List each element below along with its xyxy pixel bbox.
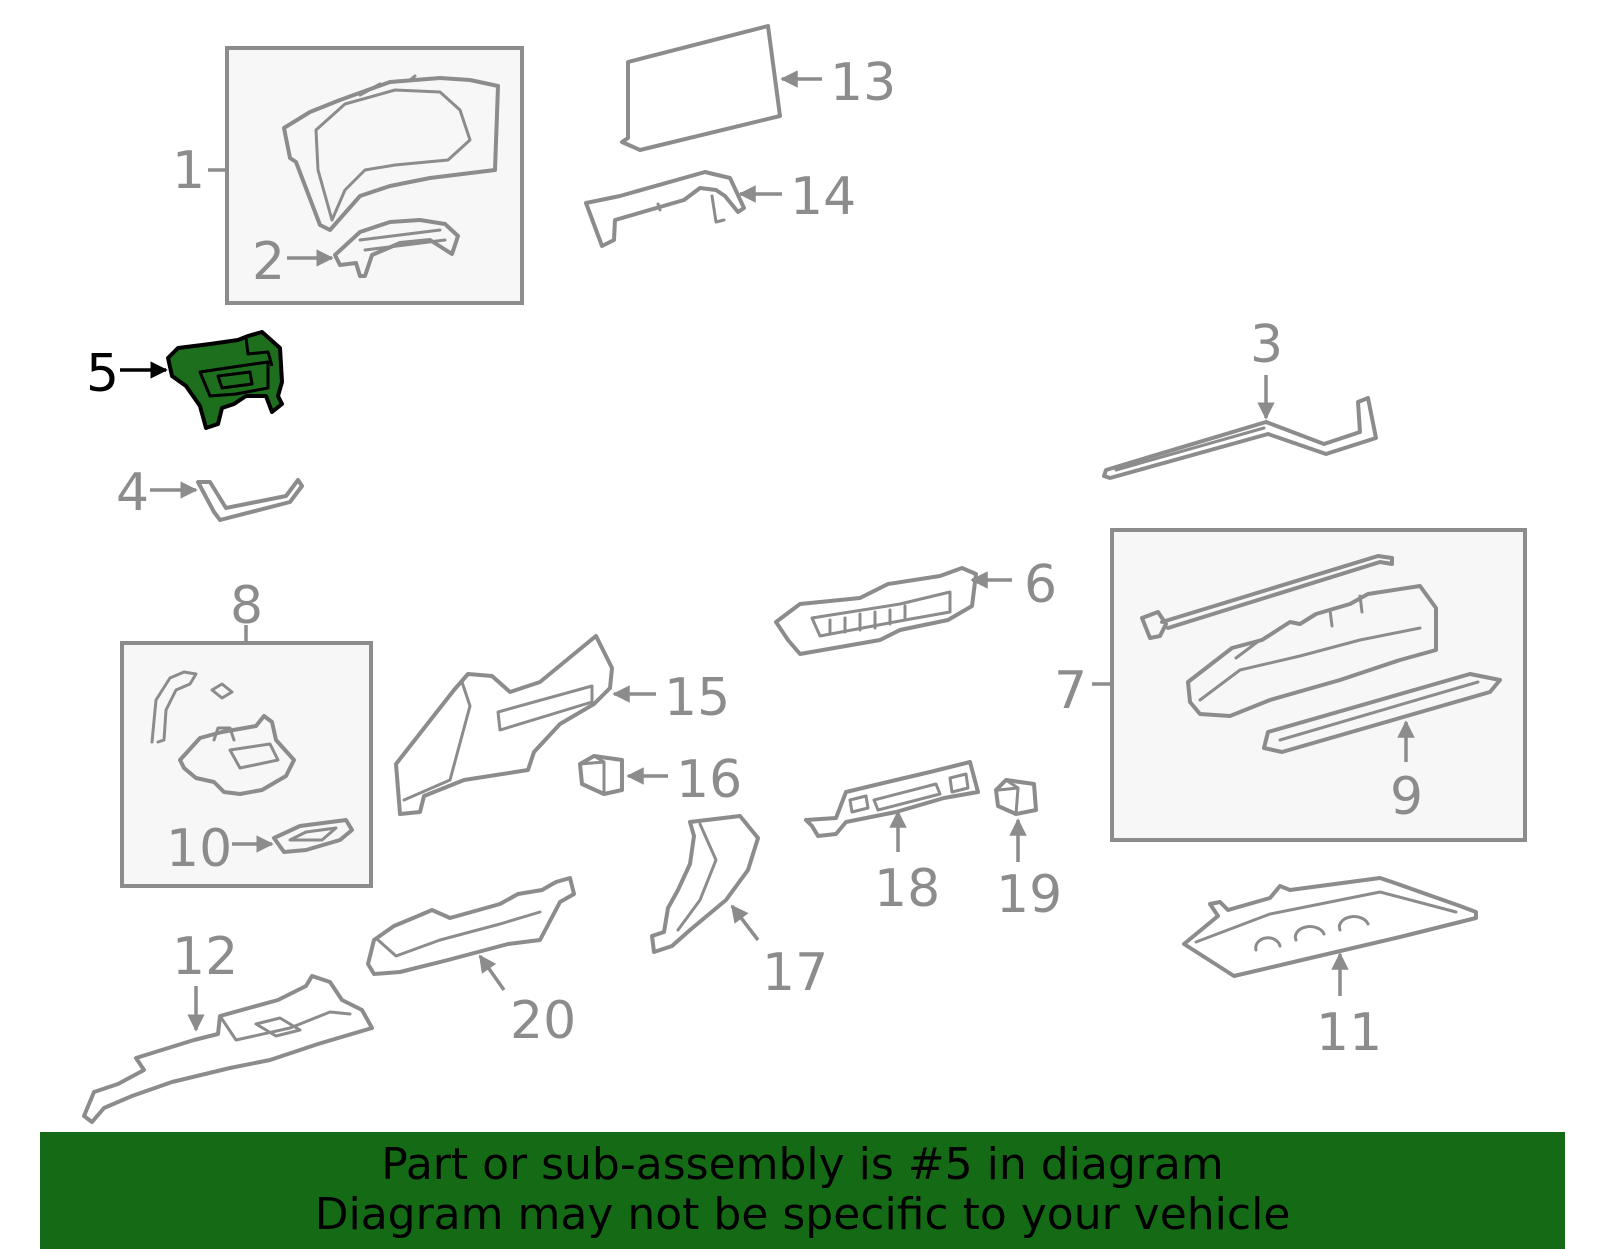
part-10-bezel[interactable] bbox=[272, 818, 354, 854]
callout-13: 13 bbox=[830, 53, 896, 113]
part-3-molding[interactable]: 3 bbox=[1102, 315, 1378, 480]
part-9-trim-bar[interactable] bbox=[1262, 672, 1502, 754]
part-4-trim-strip[interactable]: 4 bbox=[116, 463, 304, 523]
callout-2: 2 bbox=[252, 232, 285, 292]
part-8-switch-housing[interactable] bbox=[150, 670, 296, 796]
part-15-side-panel[interactable]: 15 bbox=[394, 634, 730, 816]
callout-6: 6 bbox=[1024, 555, 1057, 615]
callout-3: 3 bbox=[1250, 315, 1283, 375]
group-box-8: 8 10 bbox=[120, 576, 373, 888]
callout-19: 19 bbox=[996, 865, 1062, 925]
part-17-knee-panel[interactable]: 17 bbox=[650, 814, 828, 1003]
part-11-glovebox-panel[interactable]: 11 bbox=[1182, 876, 1478, 1063]
part-20-lower-bracket[interactable]: 20 bbox=[366, 876, 576, 1051]
callout-9: 9 bbox=[1390, 767, 1423, 827]
callout-8: 8 bbox=[230, 576, 263, 636]
banner-line-2: Diagram may not be specific to your vehi… bbox=[314, 1189, 1291, 1240]
callout-10: 10 bbox=[166, 819, 232, 879]
group-box-1: 1 2 bbox=[172, 46, 524, 305]
group-box-7: 7 9 bbox=[1054, 528, 1527, 842]
callout-4: 4 bbox=[116, 463, 149, 523]
callout-1: 1 bbox=[172, 141, 205, 201]
callout-7: 7 bbox=[1054, 661, 1087, 721]
part-5-switch-assembly[interactable]: 5 bbox=[86, 330, 284, 430]
banner-line-1: Part or sub-assembly is #5 in diagram bbox=[381, 1139, 1224, 1190]
callout-11: 11 bbox=[1316, 1003, 1382, 1063]
part-6-vent-panel[interactable]: 6 bbox=[774, 555, 1057, 656]
part-13-display[interactable]: 13 bbox=[620, 24, 896, 152]
part-1-cluster-bezel[interactable] bbox=[282, 74, 500, 232]
callout-16: 16 bbox=[676, 750, 742, 810]
callout-5: 5 bbox=[86, 344, 119, 404]
part-18-switch-panel[interactable]: 18 bbox=[804, 760, 980, 919]
callout-12: 12 bbox=[172, 927, 238, 987]
info-banner: Part or sub-assembly is #5 in diagram Di… bbox=[40, 1132, 1565, 1249]
part-14-bracket[interactable]: 14 bbox=[584, 167, 856, 248]
part-7-dash-pad[interactable] bbox=[1140, 554, 1438, 718]
callout-20: 20 bbox=[510, 991, 576, 1051]
callout-15: 15 bbox=[664, 668, 730, 728]
part-16-clip[interactable]: 16 bbox=[578, 750, 742, 810]
callout-18: 18 bbox=[874, 859, 940, 919]
part-19-clip[interactable]: 19 bbox=[994, 778, 1062, 925]
part-12-lower-frame[interactable]: 12 bbox=[82, 927, 374, 1124]
callout-14: 14 bbox=[790, 167, 856, 227]
callout-17: 17 bbox=[762, 943, 828, 1003]
part-2-cluster-holder[interactable] bbox=[333, 218, 460, 278]
